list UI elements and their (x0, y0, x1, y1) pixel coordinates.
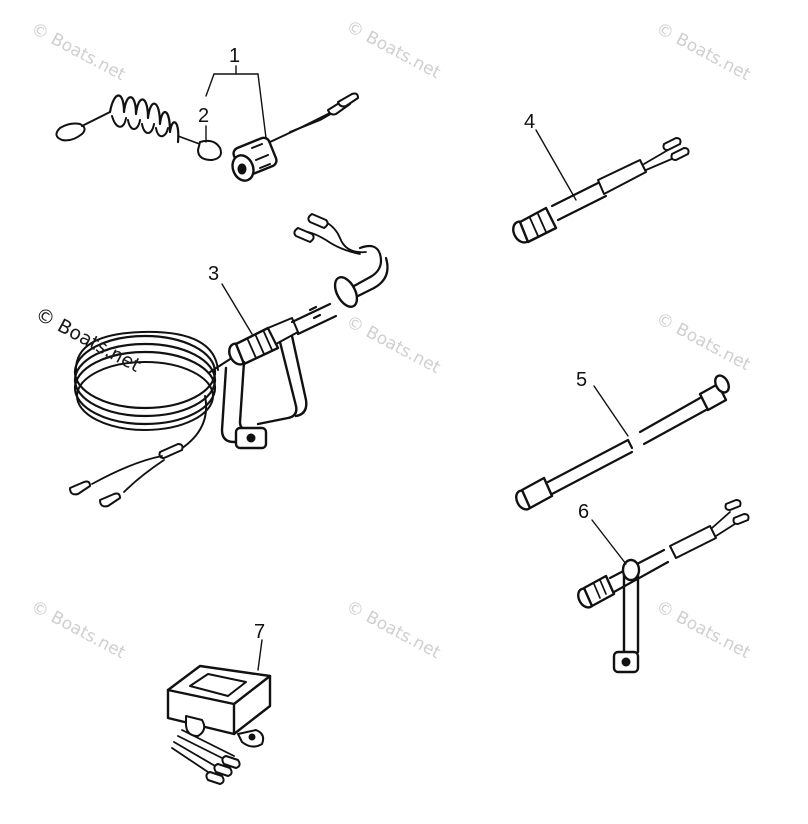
cable-sheath (638, 396, 708, 446)
lanyard-clip-part-2 (197, 139, 222, 161)
part-3-main-harness: 3 (69, 213, 389, 508)
cable-bend (352, 244, 389, 298)
cable-end-connector (515, 476, 554, 511)
split-wires (91, 455, 165, 493)
callout-7: 7 (254, 621, 265, 643)
callout-5: 5 (576, 369, 587, 391)
watermark: © Boats.net (343, 597, 444, 664)
wire-terminal (205, 771, 225, 785)
wire-terminal (213, 763, 233, 777)
coiled-cable-loop (76, 361, 214, 431)
wire-terminal (293, 227, 315, 243)
coiled-cable-loop (73, 342, 217, 418)
lanyard-clip (55, 122, 86, 142)
watermark: © Boats.net (653, 19, 754, 86)
cable-sheath (550, 180, 608, 222)
wire-terminal (337, 92, 359, 108)
cable-break (626, 438, 634, 450)
wire-terminal (99, 492, 121, 508)
part-7-control-module: 7 (166, 621, 272, 785)
coiled-cord-lower (111, 115, 169, 138)
cable-sleeve (597, 159, 647, 195)
lead-connector (577, 574, 616, 609)
split-wires (711, 511, 739, 537)
bracket-bolt (246, 433, 256, 443)
callout-2: 2 (198, 105, 209, 127)
coiled-cable-loop (73, 350, 217, 426)
grommet (333, 276, 359, 308)
part-1-stop-switch-assembly: 1 2 (55, 45, 359, 182)
module-lead-wires (171, 729, 235, 777)
mounting-bracket (622, 564, 640, 658)
cable-sleeve (158, 443, 184, 459)
leader-line (593, 385, 629, 437)
callout-1: 1 (229, 45, 240, 67)
watermark: © Boats.net (653, 597, 754, 664)
watermark: © Boats.net (343, 17, 444, 84)
watermark: © Boats.net (343, 312, 444, 379)
bracket-bolt (621, 657, 631, 667)
watermark: © Boats.net (28, 19, 129, 86)
switch-lead-wire (289, 111, 335, 133)
wire-terminal (221, 755, 241, 769)
wire-terminal (724, 499, 742, 511)
module-grommet (185, 715, 206, 737)
wire-terminal (670, 147, 690, 161)
wire-terminal (69, 480, 91, 496)
lanyard-strap (81, 111, 111, 127)
callout-4: 4 (524, 111, 535, 133)
lead-connector (512, 206, 558, 244)
leader-line (257, 639, 263, 671)
part-5-extension-cable: 5 (515, 369, 730, 511)
part-6-bracket-lead: 6 (577, 499, 750, 674)
coiled-cable-top (74, 330, 219, 373)
leader-line (591, 519, 627, 565)
cable-sheath (290, 302, 338, 336)
bracket-ring (621, 558, 641, 582)
callout-6: 6 (578, 501, 589, 523)
cable-sheath (546, 438, 634, 496)
leader-line (535, 129, 577, 201)
mounting-hole (248, 733, 256, 741)
part-4-extension-lead: 4 (512, 111, 690, 244)
wire-terminal (662, 137, 682, 151)
leader-line (221, 283, 253, 335)
cable-end-connector (698, 374, 730, 412)
wire-terminal (732, 513, 750, 525)
watermark: © Boats.net (653, 309, 754, 376)
wire-terminal (307, 213, 329, 229)
leader-line (257, 73, 267, 139)
split-wires (643, 149, 675, 171)
harness-connector (228, 317, 299, 366)
upper-lead-wire (325, 221, 367, 254)
stop-switch-body (231, 136, 278, 182)
coiled-cord (108, 94, 180, 144)
mounting-bracket (256, 334, 308, 426)
watermark: © Boats.net (28, 597, 129, 664)
cable-sleeve (669, 525, 717, 559)
module-housing-edges (166, 674, 272, 736)
callout-3: 3 (208, 263, 219, 285)
cable-break (308, 305, 322, 320)
leader-line (205, 73, 215, 97)
module-label-plate (189, 673, 247, 697)
